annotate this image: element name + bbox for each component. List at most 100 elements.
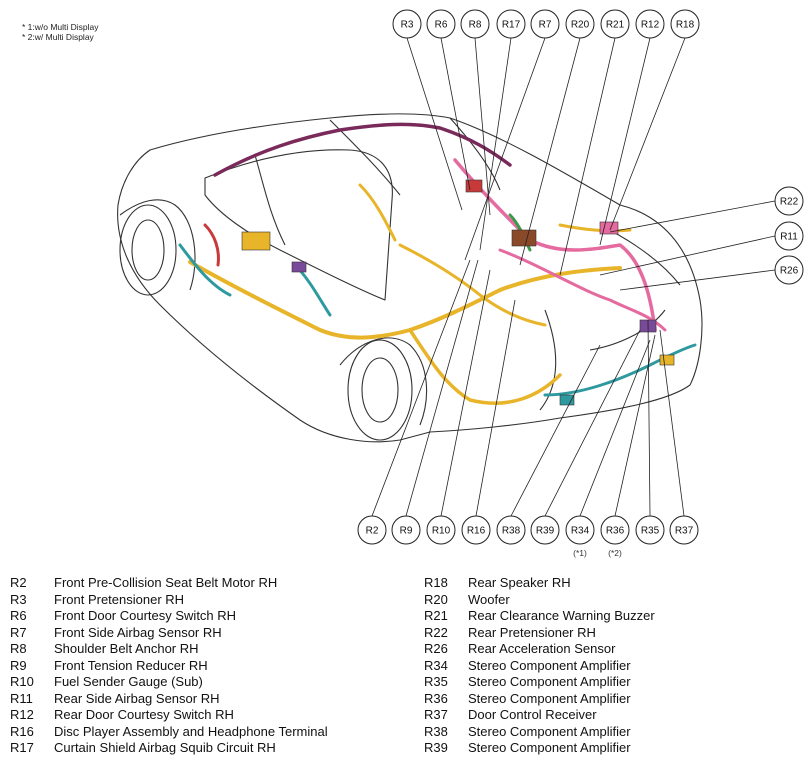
callout-label: R3 [401, 20, 414, 31]
callout-label: R17 [502, 20, 521, 31]
legend-description: Stereo Component Amplifier [468, 723, 631, 739]
leader-line [406, 37, 463, 211]
callout-circle [600, 9, 630, 39]
callout-circle [565, 515, 595, 545]
callout-label: R35 [641, 526, 660, 537]
legend-code: R10 [10, 674, 34, 689]
legend-code: R36 [424, 690, 448, 706]
callout-circle [670, 9, 700, 39]
callout-r2: R2 [357, 515, 387, 545]
car-outline [117, 113, 703, 443]
callout-circle [635, 515, 665, 545]
legend-code: R17 [10, 740, 34, 755]
callout-circle [392, 9, 422, 39]
main-harness [188, 260, 622, 340]
callout-label: R16 [467, 526, 486, 537]
legend-row-r21: R21 Rear Clearance Warning Buzzer [424, 608, 655, 625]
leader-line [544, 329, 641, 517]
callout-circle [461, 515, 491, 545]
leader-line [647, 319, 651, 517]
callout-circle [460, 9, 490, 39]
legend-row-r10: R10 Fuel Sender Gauge (Sub) [10, 674, 328, 691]
front-door-harness [178, 243, 232, 297]
callout-footnote: (*1) [573, 548, 587, 558]
callout-circle [635, 9, 665, 39]
red-harness [203, 223, 220, 267]
callout-circle [426, 515, 456, 545]
callout-label: R8 [469, 20, 482, 31]
legend-description: Shoulder Belt Anchor RH [54, 641, 199, 656]
legend-description: Rear Acceleration Sensor [468, 641, 616, 656]
harness-bundles [178, 122, 697, 405]
legend-description: Rear Clearance Warning Buzzer [468, 608, 655, 623]
legend-row-r16: R16 Disc Player Assembly and Headphone Te… [10, 724, 328, 741]
callout-r16: R16 [461, 515, 491, 545]
callout-r12: R12 [635, 9, 665, 39]
floor-harness [408, 328, 562, 405]
callout-r11: R11 [774, 221, 804, 251]
legend-code: R38 [424, 723, 448, 739]
note-1: * 1:w/o Multi Display [22, 22, 99, 32]
legend-description: Front Pretensioner RH [54, 591, 185, 607]
legend-description: Curtain Shield Airbag Squib Circuit RH [54, 740, 276, 755]
leader-line [474, 37, 491, 216]
callout-circle [774, 255, 804, 285]
legend-row-r39: R39 Stereo Component Amplifier [424, 740, 655, 757]
callout-circle [669, 515, 699, 545]
leader-line [609, 200, 776, 233]
legend-code: R39 [424, 740, 448, 755]
leader-line [405, 259, 479, 517]
leader-line [479, 37, 512, 251]
legend-row-r26: R26 Rear Acceleration Sensor [424, 641, 655, 658]
leader-line [464, 37, 546, 261]
legend-code: R3 [10, 591, 27, 607]
callout-r22: R22 [774, 186, 804, 216]
leader-line [559, 37, 616, 276]
legend-code: R21 [424, 608, 448, 623]
callout-r36: R36 [600, 515, 630, 545]
legend-code: R35 [424, 674, 448, 689]
callout-r8: R8 [460, 9, 490, 39]
callout-label: R11 [780, 232, 798, 243]
note-2: * 2:w/ Multi Display [22, 32, 94, 42]
callout-footnote: (*2) [608, 548, 622, 558]
leader-line [619, 269, 776, 291]
callout-r26: R26 [774, 255, 804, 285]
callout-circle [496, 515, 526, 545]
leader-line [609, 37, 686, 231]
legend-description: Disc Player Assembly and Headphone Termi… [54, 723, 328, 739]
legend-code: R2 [10, 575, 27, 590]
legend-row-r3: R3 Front Pretensioner RH [10, 592, 328, 609]
callout-label: R36 [606, 526, 625, 537]
callout-circle [426, 9, 456, 39]
callout-label: R7 [539, 20, 552, 31]
leader-line [519, 37, 581, 266]
callout-circle [530, 515, 560, 545]
b-pillar-harness [358, 183, 397, 242]
callout-r6: R6 [426, 9, 456, 39]
callout-r35: R35 [635, 515, 665, 545]
callout-label: R39 [536, 526, 555, 537]
legend-code: R8 [10, 641, 27, 656]
legend-description: Stereo Component Amplifier [468, 740, 631, 755]
legend-description: Fuel Sender Gauge (Sub) [54, 674, 203, 689]
callout-circle [565, 9, 595, 39]
callout-label: R26 [780, 266, 799, 277]
legend-description: Stereo Component Amplifier [468, 674, 631, 689]
legend-code: R16 [10, 723, 34, 739]
legend-code: R12 [10, 707, 34, 722]
callout-r9: R9 [391, 515, 421, 545]
legend-code: R26 [424, 641, 448, 656]
leader-line [371, 259, 471, 517]
callout-label: R6 [435, 20, 448, 31]
